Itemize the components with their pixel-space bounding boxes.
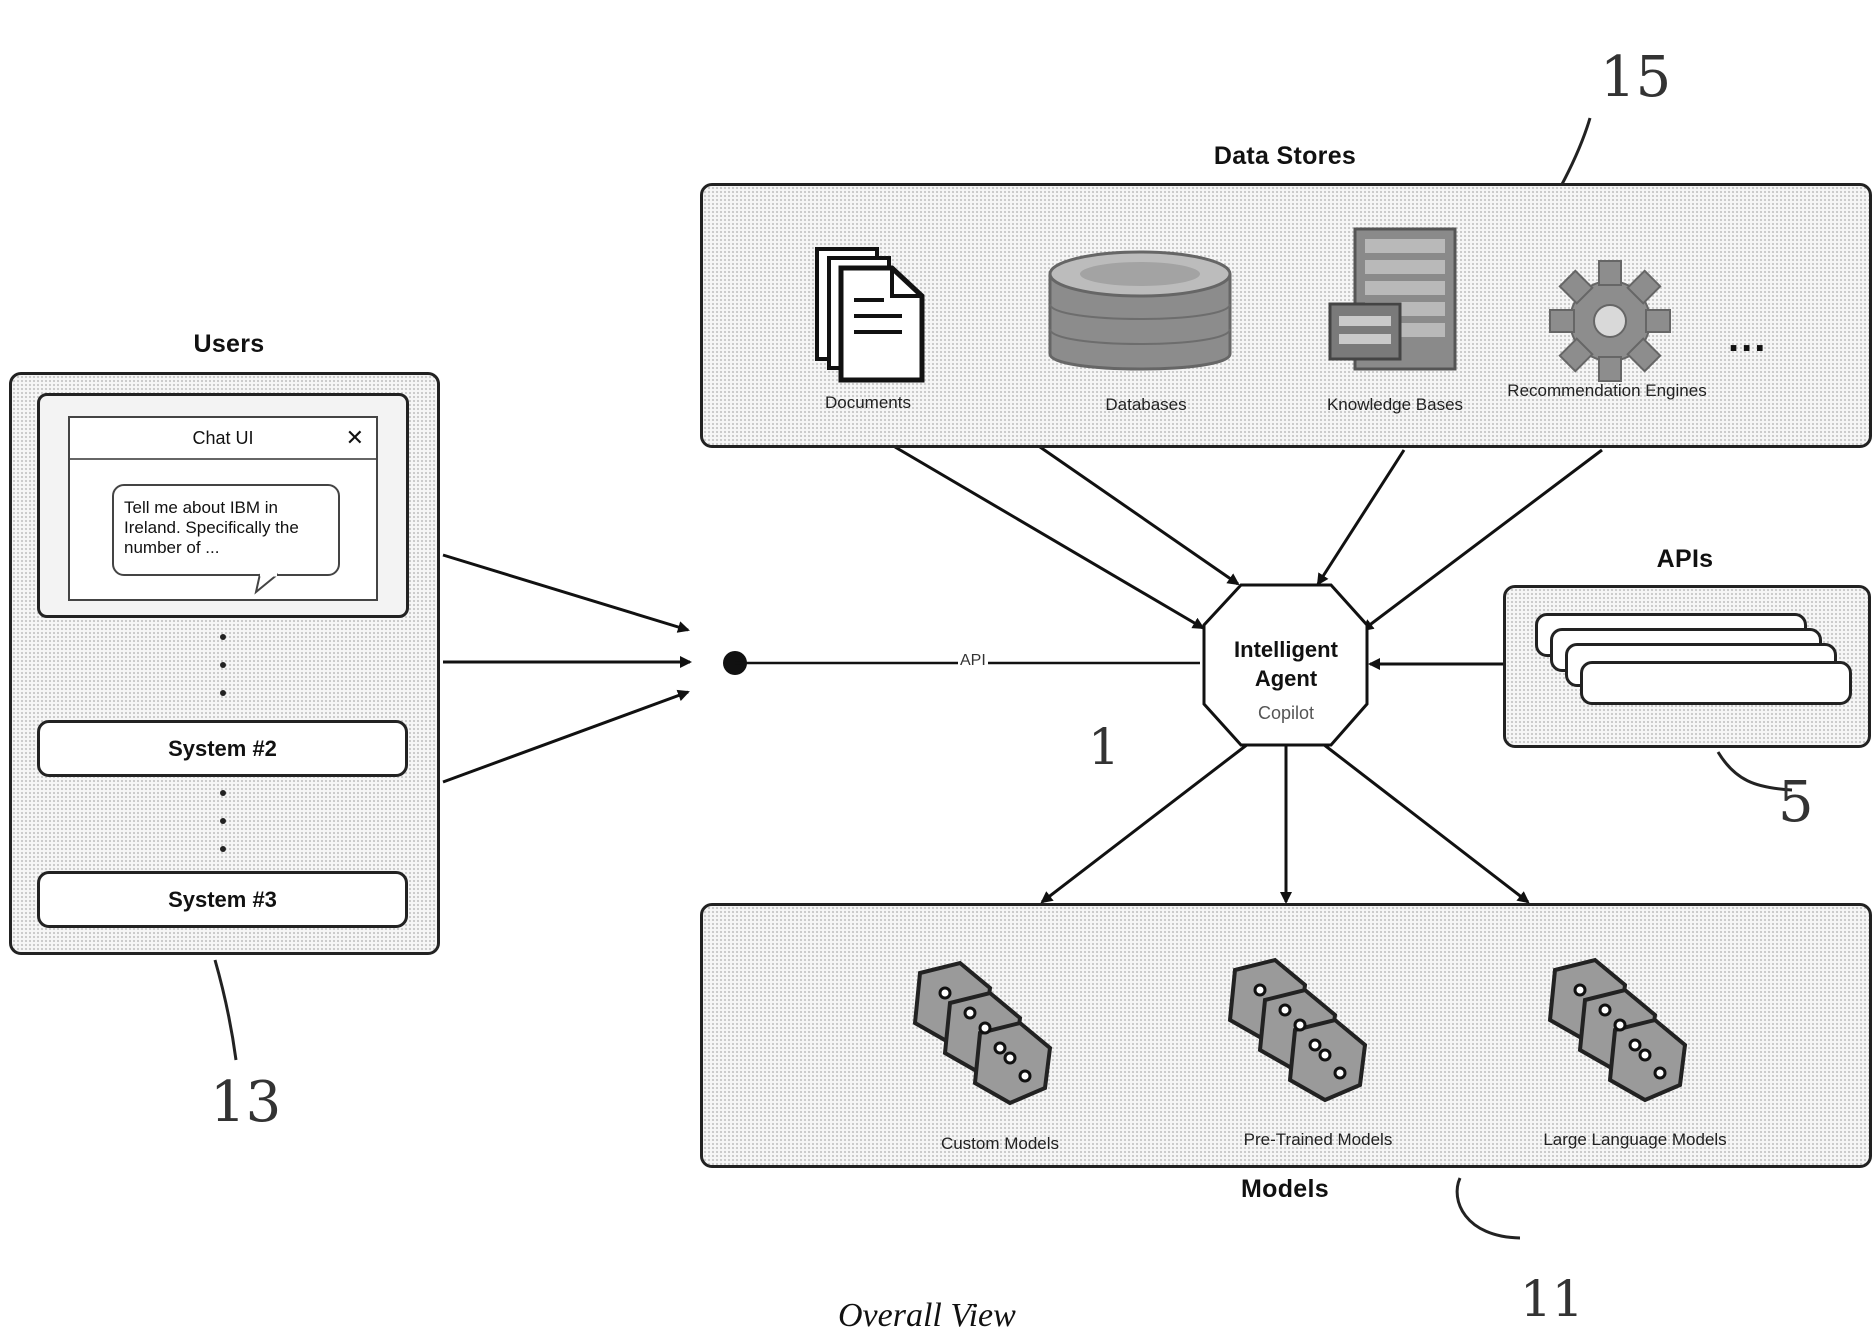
ref-numeral-5: 5 — [1778, 770, 1814, 835]
data-stores-title: Data Stores — [1160, 142, 1410, 171]
chat-window[interactable]: Chat UI ✕ Tell me about IBM in Ireland. … — [37, 393, 409, 618]
chat-dialog: Chat UI ✕ Tell me about IBM in Ireland. … — [68, 416, 378, 601]
pre-trained-models-label: Pre-Trained Models — [1208, 1130, 1428, 1150]
system-3-box[interactable]: System #3 — [37, 871, 408, 928]
arrow-agent-llm — [1323, 744, 1528, 902]
arrow-users-chat — [443, 555, 688, 630]
models-title: Models — [1185, 1175, 1385, 1204]
ref-numeral-13: 13 — [210, 1070, 281, 1135]
database-icon — [1040, 244, 1240, 384]
brain-circuit-icon — [890, 958, 1070, 1128]
leader-line-15 — [1560, 118, 1590, 188]
speech-bubble-tail — [252, 572, 292, 596]
arrow-databases-agent — [1040, 447, 1238, 584]
custom-models-label: Custom Models — [890, 1134, 1110, 1154]
ellipsis-vertical-1 — [220, 634, 226, 718]
system-2-box[interactable]: System #2 — [37, 720, 408, 777]
api-line-label: API — [958, 652, 988, 670]
knowledge-bases-label: Knowledge Bases — [1285, 395, 1505, 415]
databases-label: Databases — [1036, 395, 1256, 415]
large-language-models-label: Large Language Models — [1525, 1130, 1745, 1150]
leader-line-13 — [215, 960, 236, 1060]
users-title: Users — [164, 330, 294, 359]
ellipsis-vertical-2 — [220, 790, 226, 874]
more-ellipsis: ... — [1728, 316, 1767, 361]
agent-title-line1: Intelligent — [1206, 636, 1366, 664]
apis-title: APIs — [1620, 545, 1750, 574]
arrow-agent-custom — [1042, 744, 1248, 902]
arrow-documents-agent — [895, 447, 1203, 628]
gear-icon — [1545, 256, 1675, 386]
close-icon[interactable]: ✕ — [346, 425, 364, 451]
documents-icon — [812, 246, 932, 386]
ref-numeral-1: 1 — [1088, 718, 1120, 776]
arrow-knowledge-agent — [1318, 450, 1404, 584]
arrow-users-system2 — [443, 692, 688, 782]
figure-caption: Overall View — [838, 1297, 1016, 1335]
agent-subtitle: Copilot — [1206, 703, 1366, 724]
agent-title-line2: Agent — [1206, 665, 1366, 693]
recommendation-engines-label: Recommendation Engines — [1497, 381, 1717, 401]
chat-titlebar: Chat UI ✕ — [70, 418, 376, 460]
brain-circuit-icon — [1205, 955, 1385, 1125]
knowledge-base-icon — [1325, 224, 1475, 379]
brain-circuit-icon — [1525, 955, 1705, 1125]
ref-numeral-15: 15 — [1600, 45, 1671, 110]
documents-label: Documents — [758, 393, 978, 413]
leader-line-11 — [1457, 1178, 1520, 1238]
api-card-4 — [1580, 661, 1852, 705]
chat-title: Chat UI — [192, 428, 253, 449]
chat-message-bubble: Tell me about IBM in Ireland. Specifical… — [112, 484, 340, 576]
ref-numeral-11: 11 — [1520, 1270, 1584, 1328]
